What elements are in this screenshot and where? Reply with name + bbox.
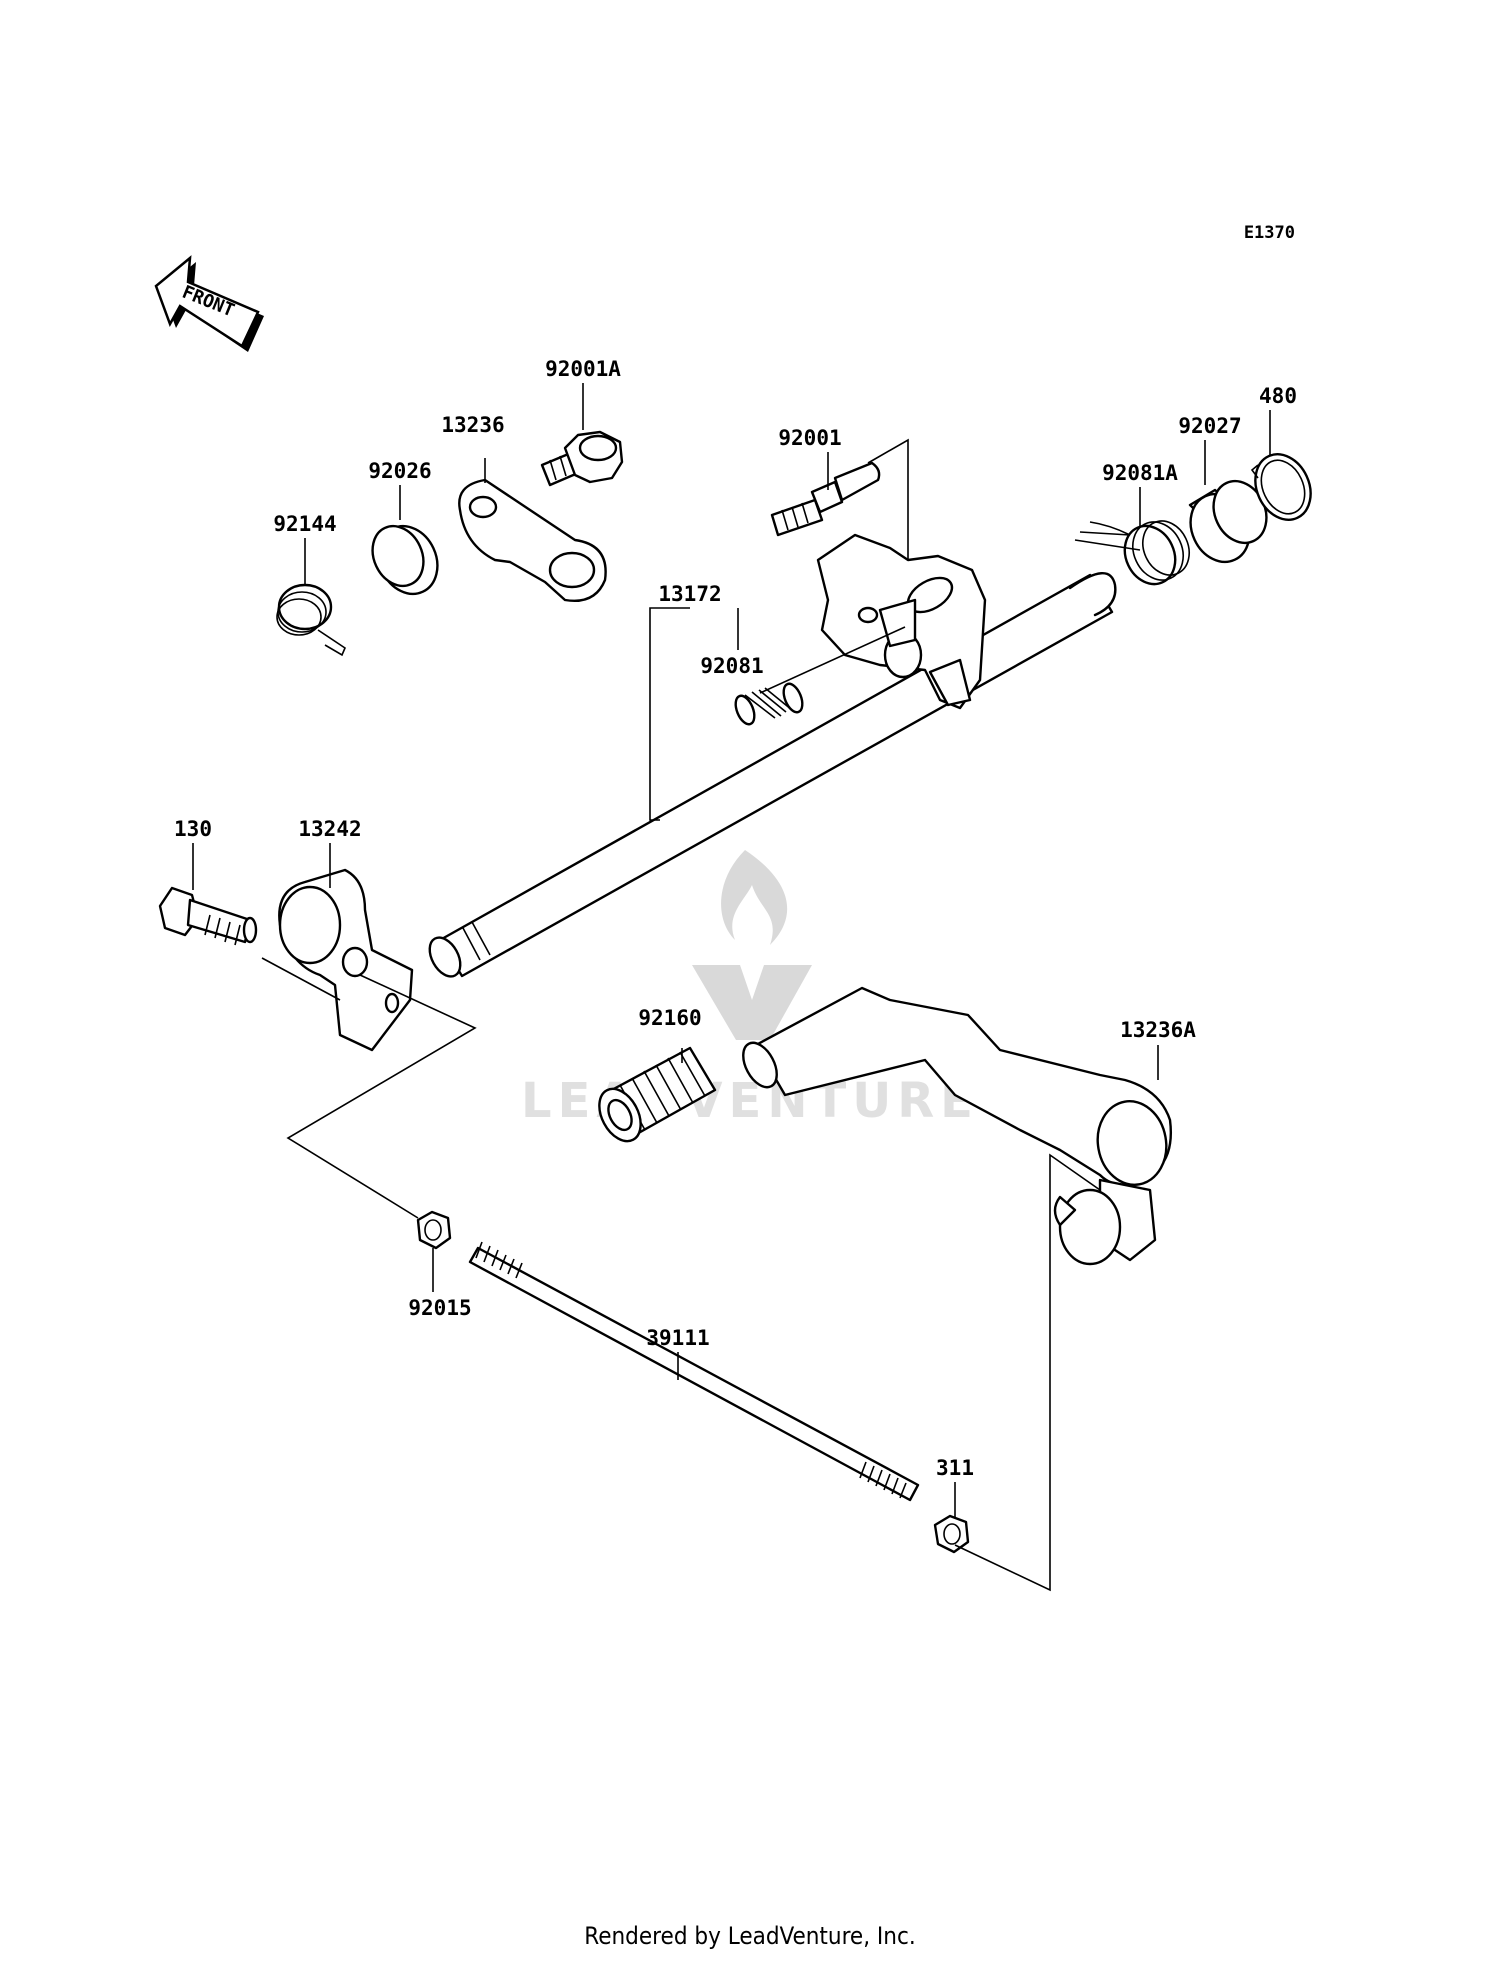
bolt-130	[158, 886, 258, 946]
label-92001: 92001	[778, 426, 841, 450]
label-13242: 13242	[298, 817, 361, 841]
label-92081: 92081	[700, 654, 763, 678]
label-92015: 92015	[408, 1296, 471, 1320]
label-13236A: 13236A	[1120, 1018, 1196, 1042]
spring-92081A	[1074, 520, 1190, 586]
front-arrow-icon: FRONT	[154, 255, 264, 352]
link-arm-13236	[458, 478, 607, 602]
label-92027: 92027	[1178, 414, 1241, 438]
label-480: 480	[1259, 384, 1297, 408]
shift-shaft	[428, 533, 1117, 978]
label-13236: 13236	[441, 413, 504, 437]
shift-pedal-13236A	[742, 986, 1172, 1266]
circlip-480	[1250, 453, 1312, 521]
label-92026: 92026	[368, 459, 431, 483]
label-92081A: 92081A	[1102, 461, 1178, 485]
bolt-92001	[770, 461, 881, 537]
label-92160: 92160	[638, 1006, 701, 1030]
nut-311	[933, 1514, 970, 1554]
label-92144: 92144	[273, 512, 336, 536]
footer-credit: Rendered by LeadVenture, Inc.	[584, 1922, 916, 1950]
rod-39111	[468, 1241, 920, 1502]
washer-92026	[371, 524, 439, 596]
label-311: 311	[936, 1456, 974, 1480]
lever-13242	[278, 868, 414, 1052]
watermark-text: LEADVENTURE	[521, 1073, 979, 1129]
label-13172: 13172	[658, 582, 721, 606]
watermark: LEADVENTURE	[521, 850, 979, 1129]
diagram-code: E1370	[1244, 223, 1295, 243]
label-130: 130	[174, 817, 212, 841]
label-92001A: 92001A	[545, 357, 621, 381]
leader-lines	[192, 383, 1271, 1592]
rubber-92160	[598, 1046, 717, 1143]
part-labels: 92001A 13236 92026 92144 92001 13172 920…	[174, 357, 1297, 1480]
spring-92081	[734, 682, 804, 726]
label-39111: 39111	[646, 1326, 709, 1350]
bolt-92001A	[540, 430, 624, 487]
collar-92027	[1188, 479, 1268, 564]
nut-92015	[416, 1210, 452, 1250]
spring-92144	[276, 583, 346, 657]
